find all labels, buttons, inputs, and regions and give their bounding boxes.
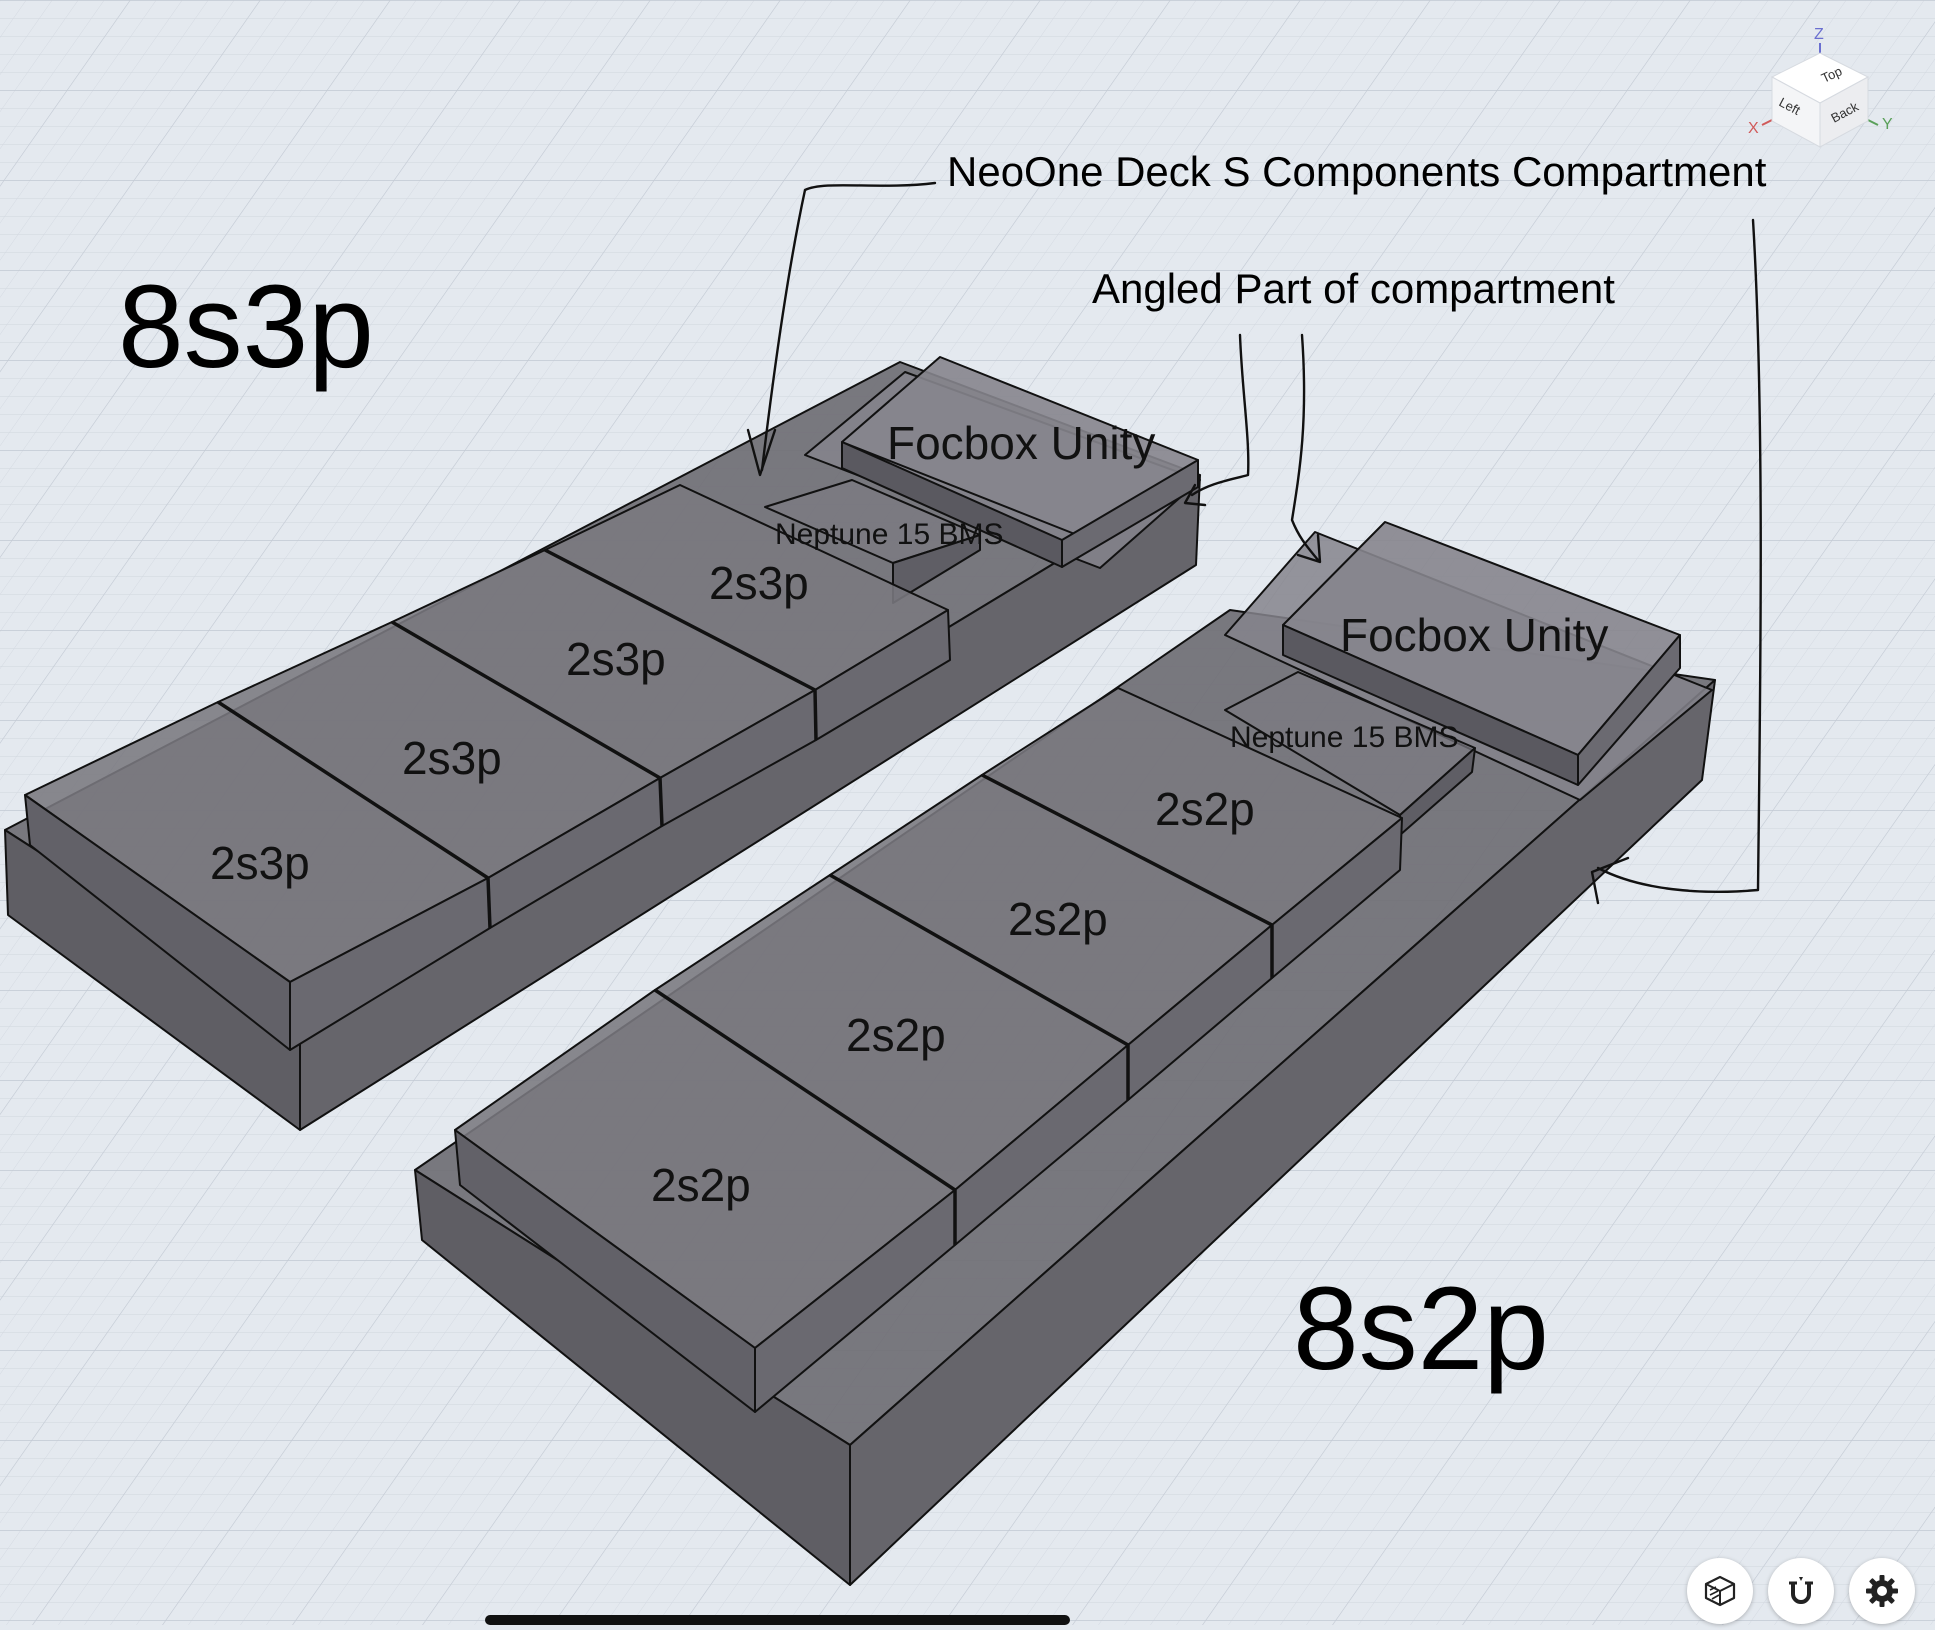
right-module-3-label: 2s2p <box>1008 893 1108 945</box>
view-mode-button[interactable] <box>1687 1558 1753 1624</box>
arrow-compartment-left <box>760 181 937 472</box>
left-bms-label: Neptune 15 BMS <box>775 518 1004 551</box>
annotation-compartment-label: NeoOne Deck S Components Compartment <box>947 148 1767 195</box>
arrow-compartment-right <box>1596 218 1762 893</box>
left-controller-label: Focbox Unity <box>887 417 1156 469</box>
left-module-2-label: 2s3p <box>402 732 502 784</box>
left-module-1-label: 2s3p <box>210 837 310 889</box>
home-indicator-bar[interactable] <box>485 1615 1070 1625</box>
left-pack-title: 8s3p <box>118 261 374 393</box>
right-module-1-label: 2s2p <box>651 1159 751 1211</box>
y-axis-label: Y <box>1882 116 1893 133</box>
left-module-3-label: 2s3p <box>566 633 666 685</box>
settings-button[interactable] <box>1849 1558 1915 1624</box>
right-controller-label: Focbox Unity <box>1340 609 1609 661</box>
right-module-4-label: 2s2p <box>1155 783 1255 835</box>
annotation-angled-label: Angled Part of compartment <box>1092 265 1615 312</box>
left-controller-side <box>1061 459 1199 568</box>
right-module-2-label: 2s2p <box>846 1009 946 1061</box>
gear-icon <box>1866 1575 1898 1607</box>
arrow-angled-left <box>1190 333 1250 497</box>
snap-button[interactable] <box>1768 1558 1834 1624</box>
view-cube[interactable]: Top Left Back Z X Y <box>1748 26 1893 148</box>
right-base-right <box>849 679 1716 1586</box>
right-pack-title: 8s2p <box>1293 1263 1549 1395</box>
left-module-4-label: 2s3p <box>709 557 809 609</box>
right-battery-pack[interactable] <box>414 521 1716 1586</box>
x-axis-label: X <box>1748 120 1759 137</box>
layers-cube-icon <box>1704 1575 1736 1607</box>
arrow-angled-right <box>1290 333 1320 562</box>
right-bms-label: Neptune 15 BMS <box>1230 721 1459 754</box>
cube-right-face <box>1819 76 1869 148</box>
z-axis-label: Z <box>1814 26 1824 43</box>
right-controller-side <box>1577 634 1681 786</box>
magnet-icon <box>1789 1577 1813 1604</box>
annotation-arrows <box>746 181 1762 905</box>
left-battery-pack[interactable] <box>4 356 1201 1131</box>
